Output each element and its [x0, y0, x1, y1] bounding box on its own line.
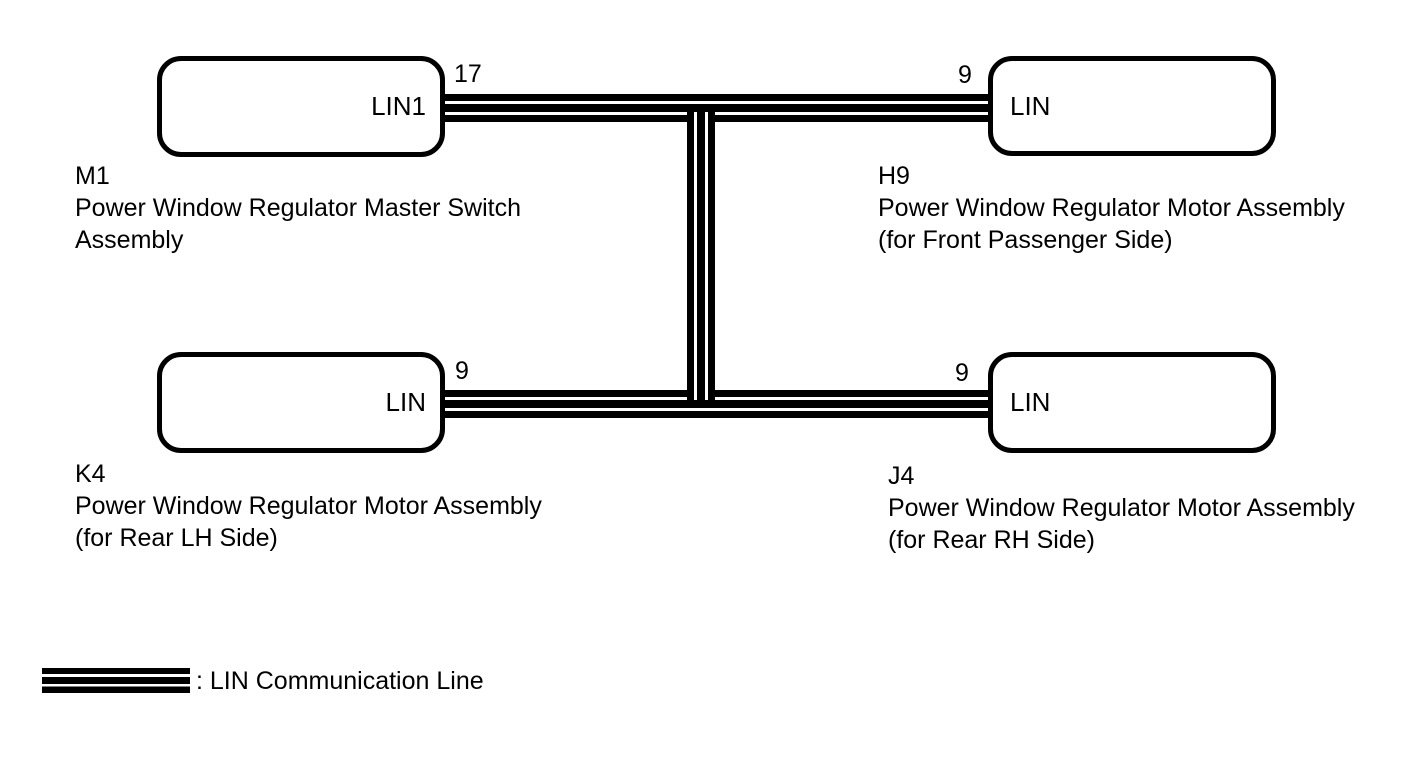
port-label-rear-rh: LIN	[1010, 387, 1051, 417]
lin-line-bottom	[443, 390, 990, 418]
pin-number-master-switch: 17	[452, 60, 484, 88]
pin-number-rear-rh: 9	[953, 359, 971, 387]
component-label-rear-lh: K4 Power Window Regulator Motor Assembly…	[75, 458, 542, 554]
component-label-rear-rh: J4 Power Window Regulator Motor Assembly…	[888, 460, 1355, 556]
component-name-front-passenger-line1: Power Window Regulator Motor Assembly	[878, 194, 1345, 222]
node-box-front-passenger: LIN	[988, 56, 1276, 156]
port-label-master-switch: LIN1	[371, 91, 426, 121]
node-box-master-switch: LIN1	[157, 56, 445, 157]
component-label-front-passenger: H9 Power Window Regulator Motor Assembly…	[878, 160, 1345, 256]
component-name-front-passenger-line2: (for Front Passenger Side)	[878, 226, 1173, 254]
port-label-front-passenger: LIN	[1010, 90, 1051, 121]
component-name-rear-lh-line2: (for Rear LH Side)	[75, 524, 278, 552]
component-name-master-switch-line2: Assembly	[75, 226, 184, 254]
component-name-rear-lh-line1: Power Window Regulator Motor Assembly	[75, 492, 542, 520]
lin-line-vertical	[687, 112, 715, 400]
component-ref-rear-rh: J4	[888, 462, 915, 490]
legend-lin-line-sample	[42, 668, 190, 693]
component-ref-front-passenger: H9	[878, 162, 910, 190]
node-box-rear-lh: LIN	[157, 352, 445, 453]
lin-line-top	[443, 94, 990, 122]
component-label-master-switch: M1 Power Window Regulator Master Switch …	[75, 160, 521, 256]
port-label-rear-lh: LIN	[385, 387, 426, 417]
component-ref-rear-lh: K4	[75, 460, 106, 488]
pin-number-rear-lh: 9	[453, 357, 471, 385]
legend-label: : LIN Communication Line	[196, 667, 484, 695]
component-ref-master-switch: M1	[75, 162, 110, 190]
pin-number-front-passenger: 9	[956, 61, 974, 89]
component-name-rear-rh-line2: (for Rear RH Side)	[888, 526, 1095, 554]
component-name-master-switch-line1: Power Window Regulator Master Switch	[75, 194, 521, 222]
node-box-rear-rh: LIN	[988, 352, 1276, 453]
component-name-rear-rh-line1: Power Window Regulator Motor Assembly	[888, 494, 1355, 522]
